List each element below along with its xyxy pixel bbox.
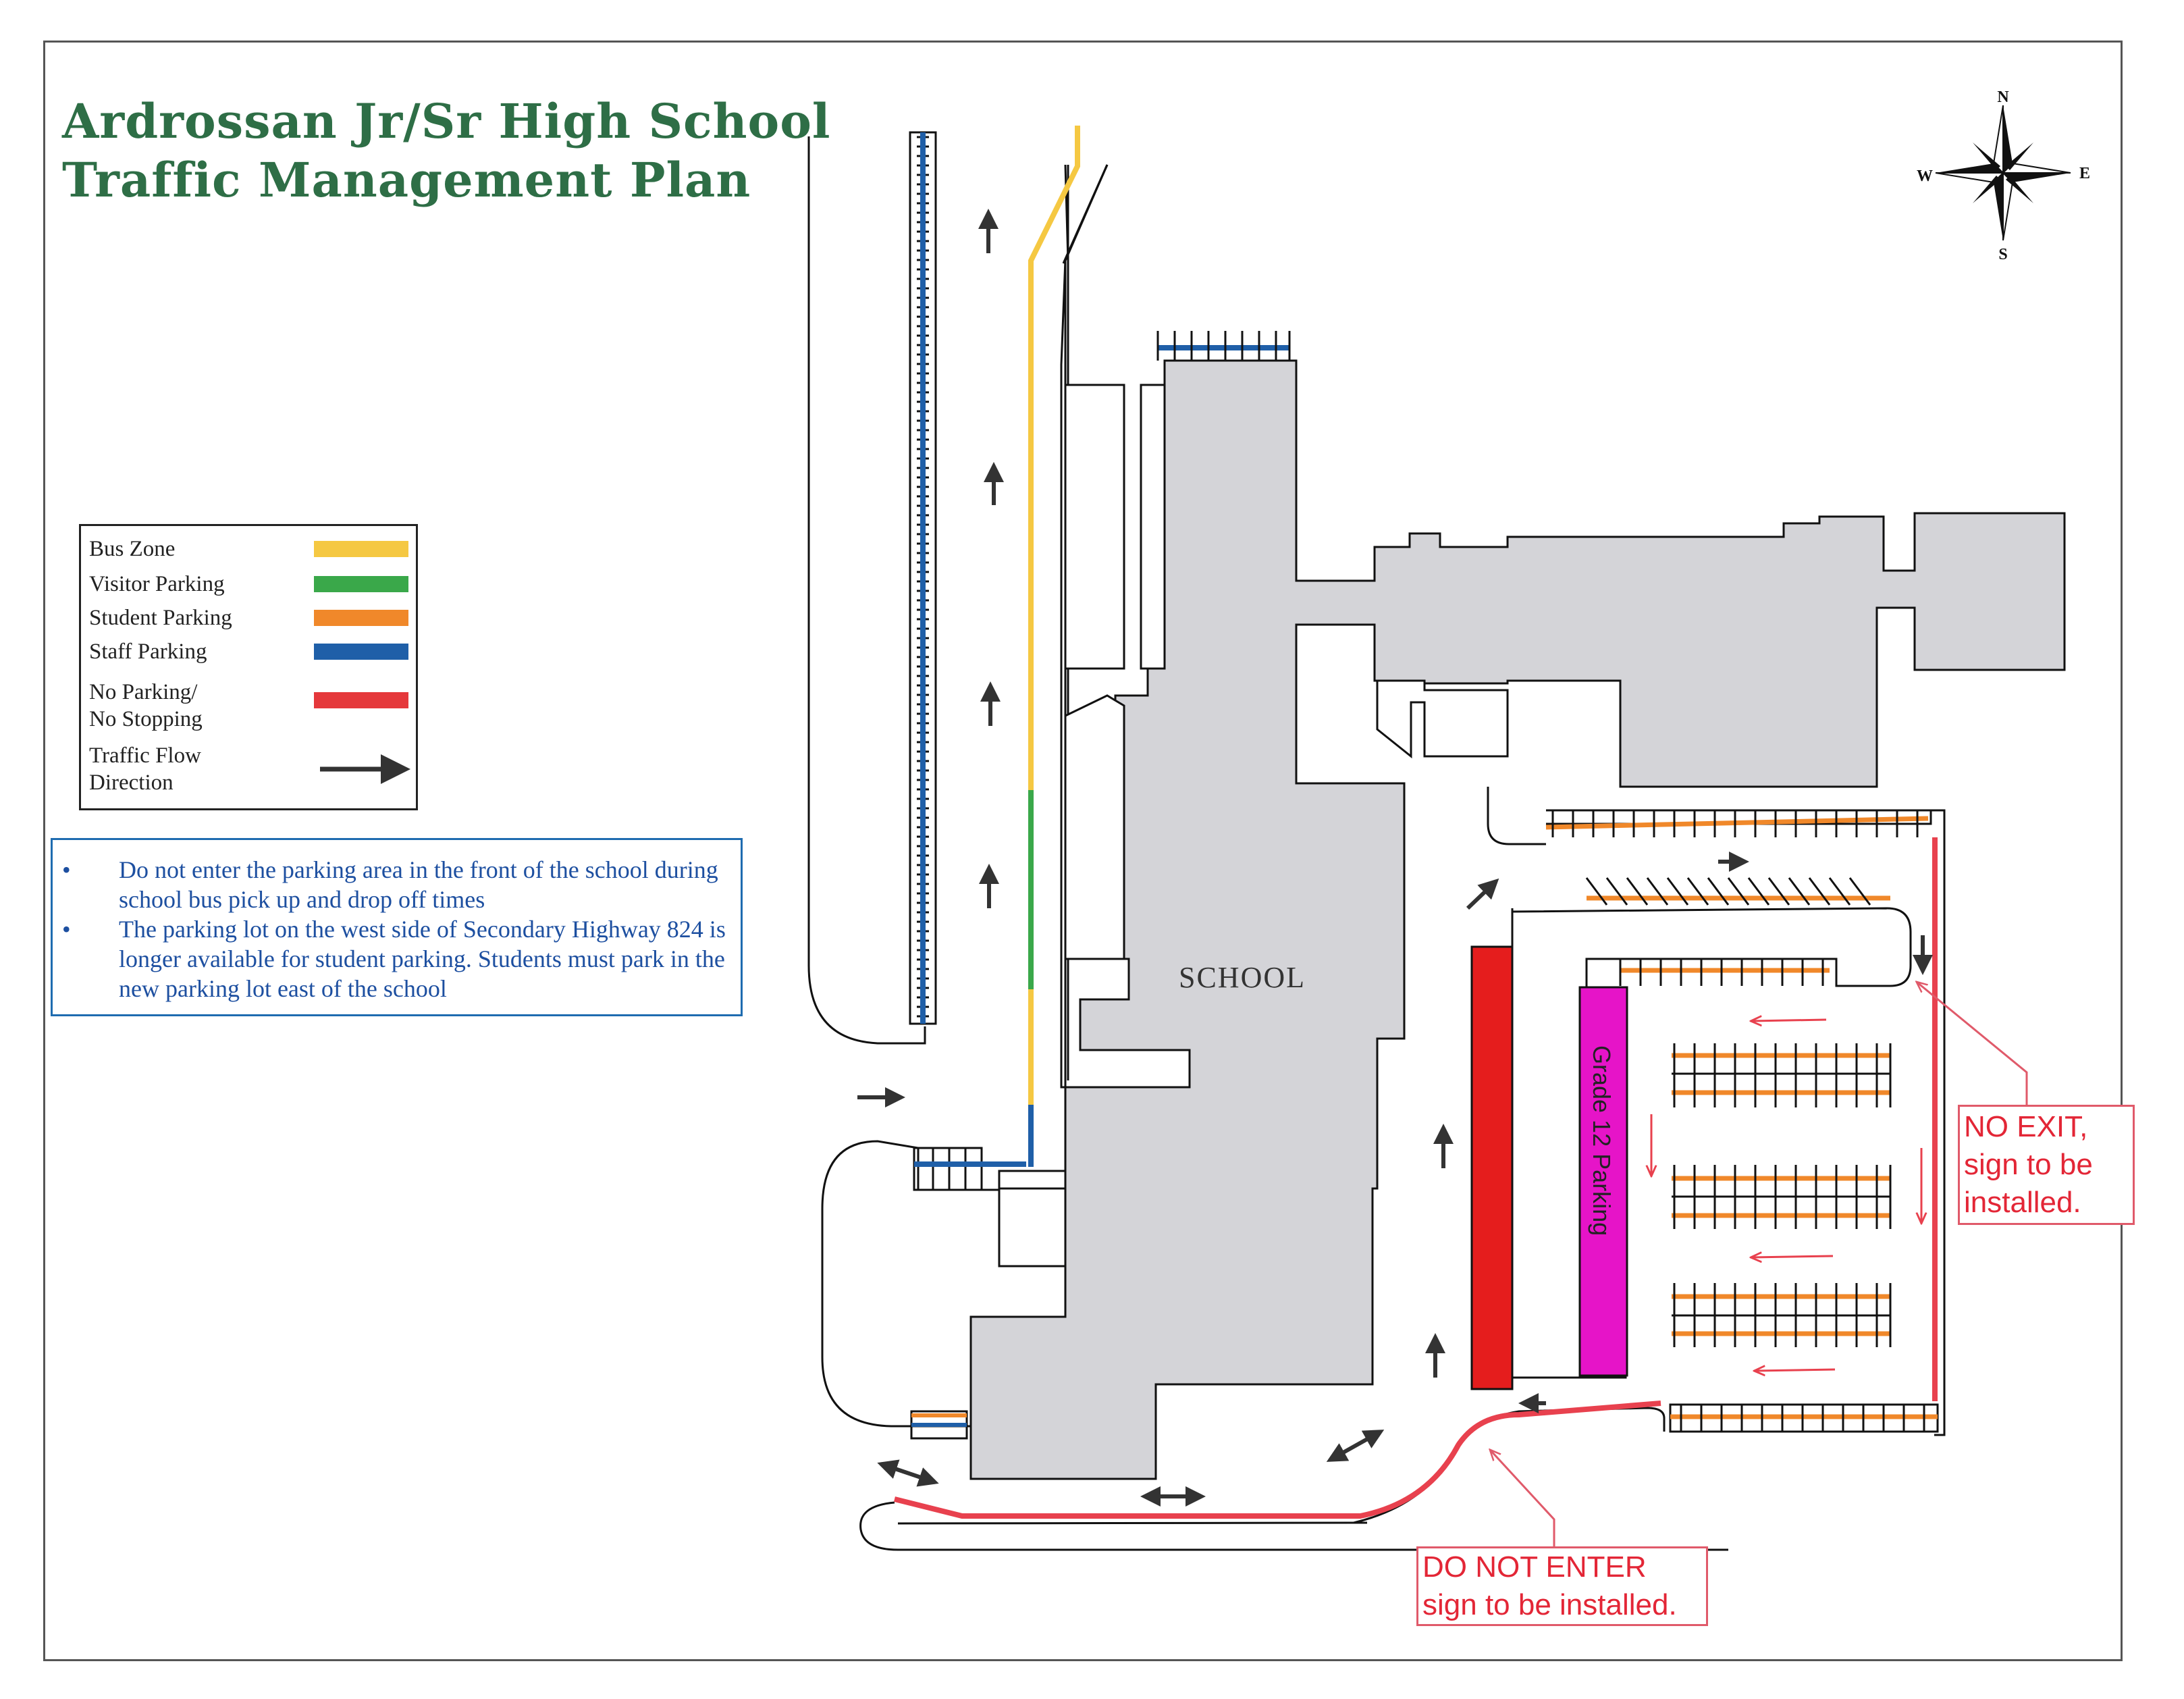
student-parking-rows bbox=[1545, 816, 1938, 1419]
west-entrance-loop bbox=[910, 1410, 974, 1452]
compass-s: S bbox=[1998, 246, 2007, 263]
traffic-flow-arrows bbox=[857, 209, 1933, 1413]
note-item: Do not enter the parking area in the fro… bbox=[62, 855, 727, 914]
do-not-enter-line1: DO NOT ENTER bbox=[1422, 1550, 1647, 1584]
legend-label-no-parking: No Parking/ bbox=[89, 680, 198, 704]
no-parking-block bbox=[1470, 945, 1514, 1390]
compass-w: W bbox=[1917, 167, 1933, 185]
small-staff-parking bbox=[913, 1147, 1026, 1191]
legend-label-direction: Direction bbox=[89, 770, 174, 795]
notes-box: Do not enter the parking area in the fro… bbox=[51, 838, 743, 1016]
stall-ticks bbox=[1551, 810, 1925, 1432]
note-item: The parking lot on the west side of Seco… bbox=[62, 914, 727, 1003]
no-exit-line1: NO EXIT, bbox=[1964, 1110, 2088, 1143]
legend-label-visitor-parking: Visitor Parking bbox=[89, 572, 225, 596]
school-building bbox=[969, 359, 2066, 1480]
west-staff-parking bbox=[909, 131, 937, 1025]
callout-leaders bbox=[1491, 983, 2028, 1550]
compass-n: N bbox=[1997, 88, 2009, 106]
no-exit-callout: NO EXIT, sign to be installed. bbox=[1958, 1105, 2135, 1225]
map-frame bbox=[43, 41, 2123, 1661]
no-exit-line3: installed. bbox=[1964, 1186, 2081, 1219]
north-staff-parking bbox=[1156, 331, 1291, 361]
south-no-parking-line bbox=[894, 1401, 1661, 1519]
bus-zone-line bbox=[1028, 126, 1080, 1167]
compass-e: E bbox=[2079, 165, 2090, 182]
legend-swatch-visitor-parking bbox=[314, 576, 408, 592]
red-flow-arrows bbox=[1651, 1020, 1921, 1371]
grade12-label: Grade 12 Parking bbox=[1588, 1045, 1616, 1236]
legend-label-student-parking: Student Parking bbox=[89, 606, 232, 630]
legend-swatch-student-parking bbox=[314, 610, 408, 626]
legend-swatch-staff-parking bbox=[314, 644, 408, 660]
do-not-enter-line2: sign to be installed. bbox=[1422, 1588, 1677, 1621]
title-plan-name: Traffic Management Plan bbox=[62, 152, 751, 208]
legend-label-staff-parking: Staff Parking bbox=[89, 639, 207, 664]
legend: Bus Zone Visitor Parking Student Parking… bbox=[79, 524, 418, 810]
school-label: SCHOOL bbox=[1179, 961, 1306, 994]
legend-swatch-bus-zone bbox=[314, 541, 408, 557]
do-not-enter-callout: DO NOT ENTER sign to be installed. bbox=[1416, 1546, 1708, 1626]
building-cutouts bbox=[998, 384, 1509, 1267]
legend-label-bus-zone: Bus Zone bbox=[89, 537, 176, 561]
legend-arrow-icon bbox=[320, 754, 410, 784]
grade12-parking-block bbox=[1578, 986, 1628, 1377]
legend-label-no-stopping: No Stopping bbox=[89, 707, 203, 731]
compass-icon: N S E W bbox=[1917, 88, 2090, 263]
two-way-arrows bbox=[877, 1430, 1385, 1507]
no-exit-line2: sign to be bbox=[1964, 1148, 2093, 1181]
legend-label-traffic-flow: Traffic Flow bbox=[89, 743, 201, 768]
legend-swatch-no-parking bbox=[314, 692, 408, 708]
title-school-name: Ardrossan Jr/Sr High School bbox=[62, 93, 831, 149]
